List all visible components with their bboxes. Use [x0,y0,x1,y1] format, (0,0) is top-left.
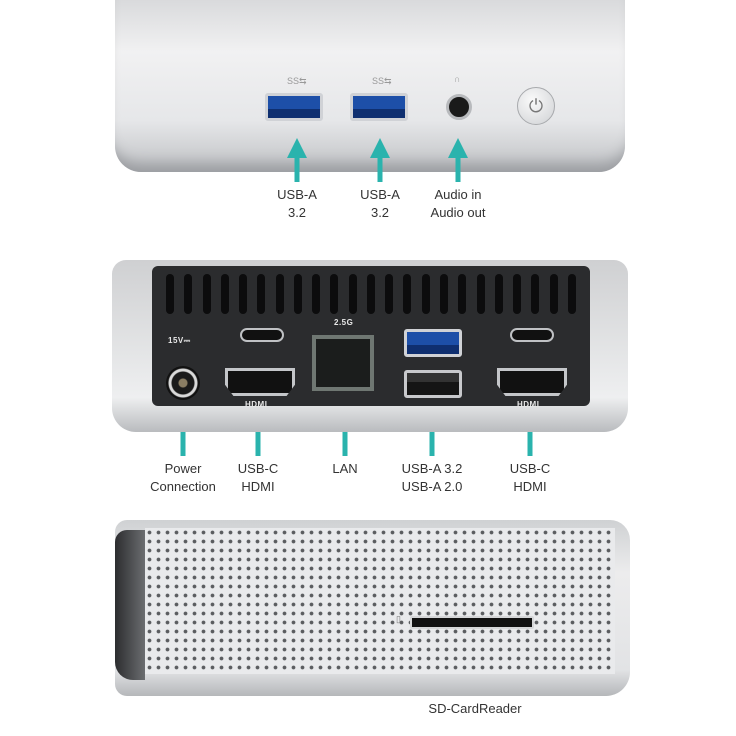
dc-in-marking: 15V⎓ [168,336,191,345]
label-lan: LAN [332,461,358,476]
mini-pc-side-view: ▯ [115,520,630,696]
hdmi-marking-1: HDMI [245,400,268,409]
sd-card-icon: ▯ [396,614,401,624]
power-button: ⏻ [517,87,555,125]
usb-a-port-front-2 [350,93,408,121]
hdmi-port-2 [497,368,567,396]
usb-c-port-1 [240,328,284,342]
sd-card-slot [410,616,534,629]
hdmi-port-1 [225,368,295,396]
mini-pc-rear-view: 15V⎓ HDMI 2.5G HDMI [112,260,628,432]
perforated-grille [145,528,615,674]
hdmi-marking-2: HDMI [517,400,540,409]
headset-icon: ∩ [454,74,461,84]
lan-speed-marking: 2.5G [334,318,354,327]
power-icon: ⏻ [528,95,544,116]
usb-a-2-0-port-rear [404,370,462,398]
side-edge [115,530,145,680]
usb-a-3-2-port-rear [404,329,462,357]
cooling-vents [166,274,576,314]
usb-a-port-front-1 [265,93,323,121]
rear-io-panel: 15V⎓ HDMI 2.5G HDMI [152,266,590,409]
lan-port [312,335,374,391]
label-sd-card-reader: SD-CardReader [428,701,522,716]
dc-power-jack [166,366,200,400]
usb-ss-icon: SS⇆ [287,76,307,86]
audio-jack [446,94,472,120]
usb-c-port-2 [510,328,554,342]
usb-ss-icon: SS⇆ [372,76,392,86]
